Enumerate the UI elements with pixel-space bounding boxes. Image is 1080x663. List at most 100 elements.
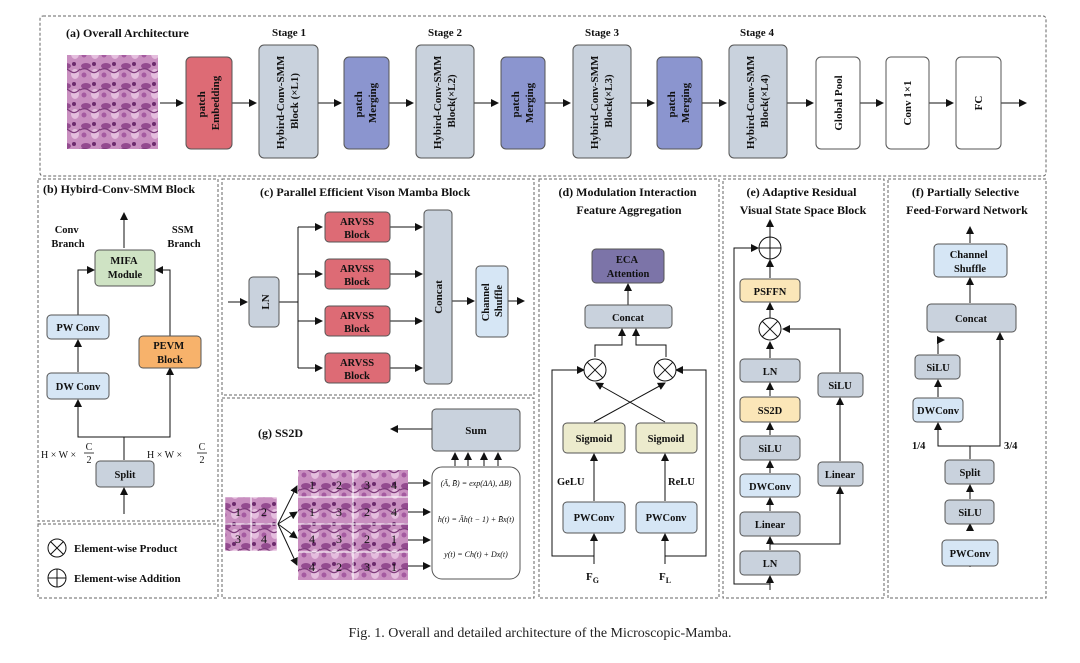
svg-text:SiLU: SiLU: [926, 363, 950, 374]
channel-shuffle-block-c: Channel Shuffle: [475, 265, 509, 338]
ssm-branch-label: SSM Branch: [167, 225, 200, 250]
svg-text:2: 2: [336, 478, 342, 492]
ln-block-e-top: LN: [739, 358, 801, 383]
sigmoid-block-left: Sigmoid: [562, 422, 626, 454]
svg-text:4: 4: [391, 478, 397, 492]
silu-block-e-right: SiLU: [817, 372, 864, 398]
ln-block-c: LN: [248, 276, 280, 328]
panel-a-border: [39, 15, 1047, 177]
ssm-equations-box: (Ā, B̄) = exp(ΔA), ΔB) h(t) = Āh(t − 1) …: [431, 466, 521, 580]
svg-text:4: 4: [391, 505, 397, 519]
svg-text:Concat: Concat: [955, 314, 988, 325]
fraction-three-quarter-label: 3/4: [1004, 441, 1018, 452]
conv-1x1-block: Conv 1×1: [885, 56, 930, 150]
product-node-d-left: [583, 358, 607, 382]
panel-c-border: [221, 178, 535, 396]
scan-fan-arrows: [277, 485, 298, 566]
concat-block-c: Concat: [423, 209, 453, 385]
panel-b-title: (b) Hybird-Conv-SMM Block: [43, 182, 195, 196]
svg-text:1: 1: [309, 478, 315, 492]
concat-block-d: Concat: [584, 304, 673, 329]
pwconv-block-d-right: PWConv: [635, 501, 698, 534]
panel-c-title: (c) Parallel Efficient Vison Mamba Block: [260, 185, 471, 199]
mifa-module: MIFA Module: [94, 249, 156, 287]
svg-text:1: 1: [391, 560, 397, 574]
svg-text:3: 3: [364, 560, 370, 574]
sum-block: Sum: [431, 408, 521, 452]
svg-text:3: 3: [235, 532, 241, 546]
svg-text:LN: LN: [763, 559, 778, 570]
stage-4-label: Stage 4: [740, 27, 774, 39]
silu-block-e-left: SiLU: [739, 435, 801, 461]
svg-text:patch Embedding: patch Embedding: [196, 75, 222, 130]
dw-conv-block: DW Conv: [46, 372, 110, 400]
hybrid-block-2: Hybird-Conv-SMM Block(×L2): [415, 44, 475, 159]
svg-text:SiLU: SiLU: [958, 508, 982, 519]
panel-d: (d) Modulation Interaction Feature Aggre…: [551, 185, 707, 585]
panel-g-border: [221, 397, 535, 599]
panel-a-title: (a) Overall Architecture: [66, 26, 190, 40]
pevm-block: PEVM Block: [138, 335, 202, 369]
svg-text:Split: Split: [114, 470, 136, 481]
svg-text:Conv 1×1: Conv 1×1: [902, 80, 914, 125]
svg-text:Hybird-Conv-SMM Block: Hybird-Conv-SMM Block (×L1): [275, 53, 301, 149]
silu-block-f-bottom: SiLU: [944, 499, 995, 525]
pwconv-block-d-left: PWConv: [562, 501, 626, 534]
svg-text:Hybird-Conv-SMM Block(: Hybird-Conv-SMM Block(×L3): [589, 53, 615, 149]
svg-text:Sigmoid: Sigmoid: [648, 434, 685, 445]
concat-block-f: Concat: [926, 303, 1017, 333]
panel-c: (c) Parallel Efficient Vison Mamba Block…: [228, 185, 525, 385]
split-block-b: Split: [95, 460, 155, 488]
global-pool-block: Global Pool: [815, 56, 861, 150]
linear-block-e-right: Linear: [817, 461, 864, 487]
hybrid-block-4: Hybird-Conv-SMM Block(×L4): [728, 44, 788, 159]
svg-text:1: 1: [235, 505, 241, 519]
hybrid-block-3: Hybird-Conv-SMM Block(×L3): [572, 44, 632, 159]
svg-text:C: C: [86, 442, 93, 453]
panel-a: (a) Overall Architecture Stage 1 Stage 2…: [66, 26, 1027, 159]
svg-text:Channel Shuffle: Channel Shuffle: [481, 281, 505, 322]
panel-b-border: [37, 178, 219, 522]
svg-text:2: 2: [364, 532, 370, 546]
svg-text:Sigmoid: Sigmoid: [576, 434, 613, 445]
svg-text:patch Merging: patch Merging: [353, 82, 379, 123]
pw-conv-block: PW Conv: [46, 314, 110, 340]
svg-text:C: C: [199, 442, 206, 453]
svg-text:Hybird-Conv-SMM Block(: Hybird-Conv-SMM Block(×L2): [432, 53, 458, 149]
panel-borders: [37, 15, 1047, 599]
svg-text:FC: FC: [973, 96, 985, 111]
panel-d-border: [538, 178, 720, 599]
figure-caption: Fig. 1. Overall and detailed architectur…: [348, 626, 732, 641]
product-node-d-right: [653, 358, 677, 382]
dim-label-left: H × W × C 2: [41, 442, 94, 466]
svg-text:PSFFN: PSFFN: [754, 287, 787, 298]
scan-grids: 1 2 3 4 1 3 2 4 4 3 2 1 4 2 3 1: [298, 470, 408, 580]
svg-text:Channel Shuffle: Channel Shuffle: [950, 250, 991, 275]
panel-e-title: (e) Adaptive Residual Visual State Space…: [740, 185, 867, 217]
svg-text:PEVM Block: PEVM Block: [153, 341, 187, 366]
silu-block-f-top: SiLU: [914, 354, 961, 380]
svg-text:DW Conv: DW Conv: [56, 382, 101, 393]
svg-text:DWConv: DWConv: [917, 406, 960, 417]
linear-block-e-left: Linear: [739, 511, 801, 537]
patch-merging-block-3: patch Merging: [656, 56, 703, 150]
panel-f: (f) Partially Selective Feed-Forward Net…: [906, 185, 1028, 567]
channel-shuffle-block-f: Channel Shuffle: [933, 243, 1008, 278]
panel-e-border: [722, 178, 885, 599]
svg-text:LN: LN: [763, 367, 778, 378]
panel-c-arrows: [228, 223, 525, 372]
panel-d-arrows: [551, 283, 707, 564]
svg-text:Linear: Linear: [825, 470, 856, 481]
stage-2-label: Stage 2: [428, 27, 462, 39]
fraction-quarter-label: 1/4: [912, 441, 926, 452]
svg-text:2: 2: [364, 505, 370, 519]
sigmoid-block-right: Sigmoid: [635, 422, 698, 454]
addition-symbol-icon: [47, 568, 67, 588]
legend-product-label: Element-wise Product: [74, 543, 178, 555]
